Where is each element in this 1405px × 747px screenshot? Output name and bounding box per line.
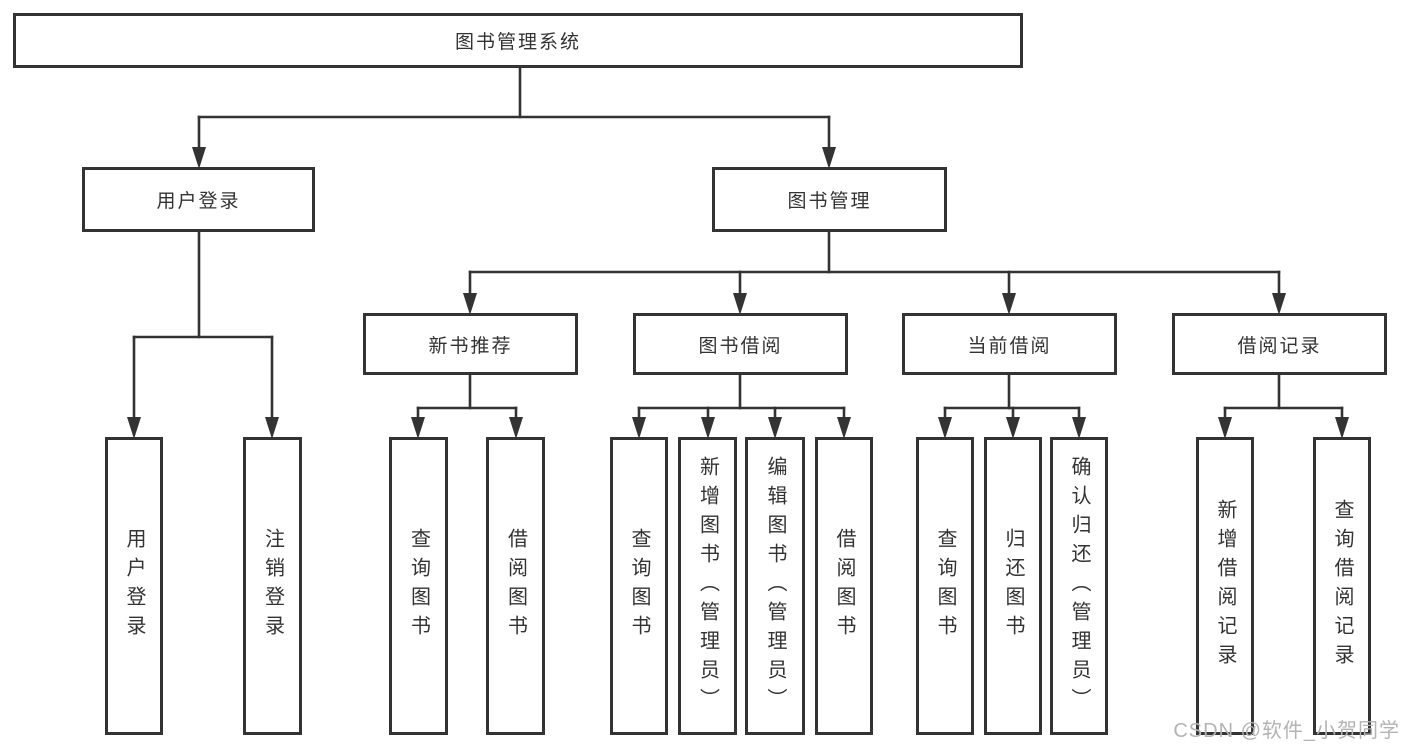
leaf-confirm-return-admin: 确认归还（管理员） bbox=[1050, 437, 1108, 735]
node-label: 图书管理 bbox=[787, 191, 872, 212]
node-label: 图书管理系统 bbox=[454, 32, 581, 53]
leaf-label: 查询图书 bbox=[934, 528, 956, 644]
leaf-label: 借阅图书 bbox=[833, 528, 855, 644]
leaf-borrow-books-recommend: 借阅图书 bbox=[486, 437, 545, 735]
leaf-label: 查询图书 bbox=[407, 528, 430, 644]
leaf-label: 用户登录 bbox=[123, 528, 145, 644]
node-label: 图书借阅 bbox=[698, 335, 783, 357]
leaf-label: 编辑图书（管理员） bbox=[764, 455, 786, 717]
leaf-query-books-borrowing: 查询图书 bbox=[610, 437, 668, 735]
csdn-watermark: CSDN @软件_小贺同学 bbox=[1173, 720, 1400, 742]
leaf-label: 查询借阅记录 bbox=[1331, 499, 1353, 673]
node-book-management: 图书管理 bbox=[712, 167, 947, 232]
leaf-add-borrow-record: 新增借阅记录 bbox=[1196, 437, 1254, 735]
leaf-add-book-admin: 新增图书（管理员） bbox=[678, 437, 737, 735]
node-library-management-system: 图书管理系统 bbox=[13, 13, 1023, 68]
leaf-label: 查询图书 bbox=[628, 528, 650, 644]
node-book-borrowing: 图书借阅 bbox=[633, 313, 848, 375]
node-label: 新书推荐 bbox=[428, 335, 513, 357]
leaf-label: 新增借阅记录 bbox=[1214, 499, 1236, 673]
node-label: 借阅记录 bbox=[1237, 335, 1322, 357]
leaf-label: 归还图书 bbox=[1002, 528, 1024, 644]
leaf-logout: 注销登录 bbox=[243, 437, 302, 735]
leaf-label: 新增图书（管理员） bbox=[696, 455, 719, 717]
node-label: 当前借阅 bbox=[967, 335, 1052, 357]
node-label: 用户登录 bbox=[156, 191, 241, 212]
leaf-return-book: 归还图书 bbox=[984, 437, 1042, 735]
leaf-label: 注销登录 bbox=[261, 528, 284, 644]
leaf-query-books-recommend: 查询图书 bbox=[389, 437, 448, 735]
leaf-query-borrow-record: 查询借阅记录 bbox=[1313, 437, 1371, 735]
leaf-borrow-books: 借阅图书 bbox=[815, 437, 873, 735]
node-user-login: 用户登录 bbox=[82, 167, 315, 232]
leaf-label: 确认归还（管理员） bbox=[1068, 455, 1090, 717]
leaf-query-books-current: 查询图书 bbox=[916, 437, 974, 735]
leaf-label: 借阅图书 bbox=[504, 528, 527, 644]
node-new-book-recommend: 新书推荐 bbox=[363, 313, 578, 375]
node-current-borrowing: 当前借阅 bbox=[902, 313, 1117, 375]
leaf-edit-book-admin: 编辑图书（管理员） bbox=[745, 437, 805, 735]
node-borrowing-records: 借阅记录 bbox=[1172, 313, 1387, 375]
leaf-user-login: 用户登录 bbox=[105, 437, 163, 735]
